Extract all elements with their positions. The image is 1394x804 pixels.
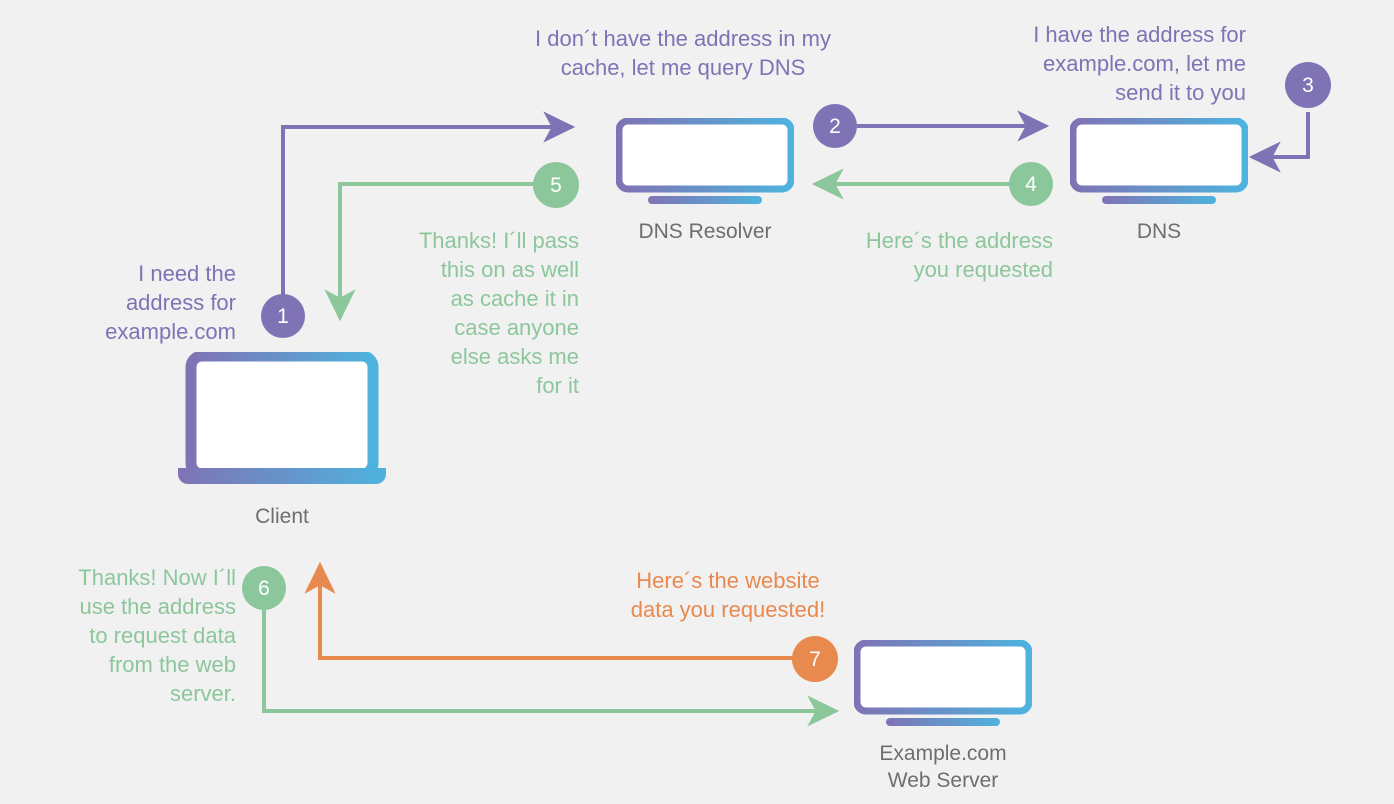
arrow-step-3 (1248, 112, 1310, 173)
callout-step-4: Here´s the address you requested (865, 228, 1053, 282)
step-badge-5-number: 5 (550, 173, 562, 197)
dns-icon (1070, 118, 1248, 206)
step-badge-2[interactable]: 2 (813, 104, 857, 148)
callout-step-2: I don´t have the address in my cache, le… (535, 26, 831, 80)
step-badge-4[interactable]: 4 (1009, 162, 1053, 206)
client-label: Client (255, 505, 309, 528)
step-badge-1-number: 1 (277, 304, 289, 328)
step-badge-2-number: 2 (829, 114, 841, 138)
step-badge-1[interactable]: 1 (261, 294, 305, 338)
callout-step-1: I need the address for example.com (105, 261, 236, 344)
callout-step-6: Thanks! Now I´ll use the address to requ… (78, 565, 236, 706)
web-server-label: Example.com Web Server (879, 742, 1007, 792)
dns-resolver-icon (616, 118, 794, 206)
callout-step-7: Here´s the website data you requested! (630, 568, 826, 622)
step-badge-5[interactable]: 5 (533, 162, 579, 208)
step-badge-7[interactable]: 7 (792, 636, 838, 682)
dns-resolver-label: DNS Resolver (638, 220, 772, 243)
step-badge-6[interactable]: 6 (242, 566, 286, 610)
step-badge-3-number: 3 (1302, 73, 1314, 97)
web-server-icon (854, 640, 1032, 728)
callout-step-5: Thanks! I´ll pass this on as well as cac… (418, 228, 579, 398)
arrow-step-6 (262, 609, 840, 727)
dns-label: DNS (1136, 220, 1182, 243)
step-badge-7-number: 7 (809, 647, 821, 671)
step-badge-4-number: 4 (1025, 172, 1037, 196)
step-badge-6-number: 6 (258, 576, 270, 600)
step-badge-3[interactable]: 3 (1285, 62, 1331, 108)
callout-step-3: I have the address for example.com, let … (1033, 22, 1246, 105)
client-laptop-icon (176, 352, 388, 488)
